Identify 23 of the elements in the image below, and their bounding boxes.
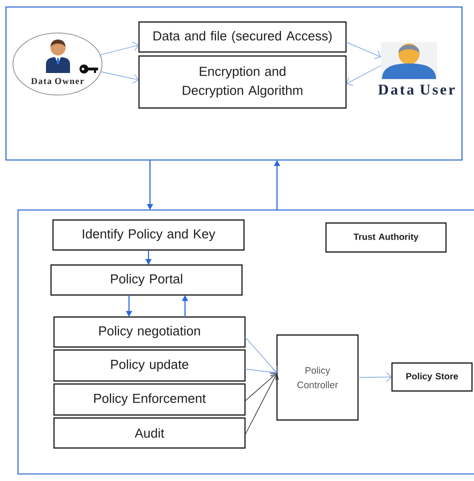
process-box: Policy Enforcement	[53, 383, 246, 416]
arrow	[346, 42, 381, 60]
arrow	[100, 42, 139, 56]
actor-label: Data User	[378, 84, 455, 95]
arrow	[244, 336, 278, 373]
process-box: Identify Policy and Key	[52, 219, 245, 251]
arrow	[244, 373, 279, 436]
process-box: Data and file (secured Access)	[138, 21, 347, 53]
process-box: Policy Portal	[50, 264, 243, 296]
process-box: Policy Store	[391, 362, 473, 392]
process-box: Encryption and Decryption Algorithm	[138, 55, 347, 109]
arrow	[346, 65, 382, 86]
arrow	[358, 372, 392, 382]
panel-frame	[17, 209, 474, 475]
process-box: Policy negotiation	[53, 316, 246, 348]
panel-frame	[5, 6, 463, 161]
process-box: Policy update	[53, 349, 246, 382]
process-box: Audit	[53, 417, 246, 449]
arrow	[244, 368, 277, 378]
process-box: Policy Controller	[276, 334, 359, 421]
arrow	[244, 372, 277, 402]
arrow	[100, 71, 139, 84]
process-box: Trust Authority	[325, 222, 447, 253]
